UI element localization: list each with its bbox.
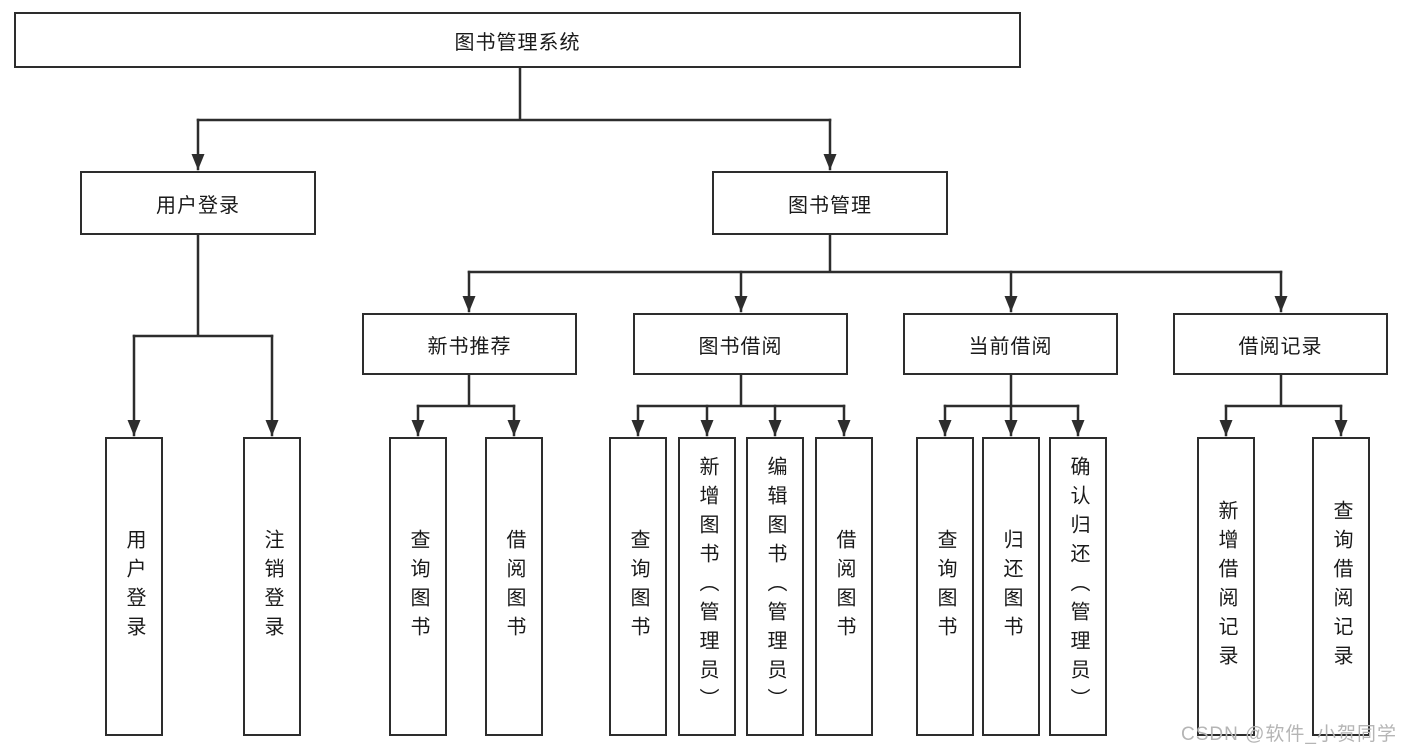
node-label: 用户登录 (123, 528, 145, 645)
node-label: 借阅图书 (503, 528, 525, 645)
node-label: 用户登录 (156, 194, 240, 217)
node-confirm-return-admin: 确认归还（管理员） (1049, 437, 1107, 736)
node-label: 注销登录 (261, 528, 283, 645)
node-label: 确认归还（管理员） (1067, 456, 1089, 717)
node-label: 图书管理系统 (454, 31, 581, 54)
node-label: 查询图书 (627, 528, 649, 645)
node-label: 归还图书 (1000, 528, 1022, 645)
node-query-books-recommend: 查询图书 (389, 437, 447, 736)
node-add-borrow-record: 新增借阅记录 (1197, 437, 1255, 736)
node-label: 借阅图书 (833, 528, 855, 645)
node-label: 图书借阅 (698, 335, 783, 358)
node-library-management-system: 图书管理系统 (14, 12, 1021, 68)
node-new-book-recommendation: 新书推荐 (362, 313, 577, 375)
watermark: CSDN @软件_小贺同学 (1181, 724, 1397, 745)
node-book-management: 图书管理 (712, 171, 948, 235)
node-logout-login: 注销登录 (243, 437, 301, 736)
node-label: 查询借阅记录 (1330, 499, 1352, 674)
node-label: 图书管理 (788, 194, 872, 217)
node-label: 借阅记录 (1238, 335, 1323, 358)
node-borrow-books-borrow: 借阅图书 (815, 437, 873, 736)
node-label: 编辑图书（管理员） (764, 456, 786, 717)
node-book-borrowing: 图书借阅 (633, 313, 848, 375)
node-return-books: 归还图书 (982, 437, 1040, 736)
node-label: 查询图书 (934, 528, 956, 645)
node-user-login: 用户登录 (80, 171, 316, 235)
node-borrow-books-recommend: 借阅图书 (485, 437, 543, 736)
node-label: 当前借阅 (968, 335, 1053, 358)
node-label: 新书推荐 (427, 335, 512, 358)
node-query-books-current: 查询图书 (916, 437, 974, 736)
node-query-books-borrow: 查询图书 (609, 437, 667, 736)
node-edit-books-admin: 编辑图书（管理员） (746, 437, 804, 736)
node-label: 查询图书 (407, 528, 429, 645)
node-label: 新增借阅记录 (1215, 499, 1237, 674)
node-add-books-admin: 新增图书（管理员） (678, 437, 736, 736)
node-current-borrowing: 当前借阅 (903, 313, 1118, 375)
node-label: 新增图书（管理员） (696, 456, 718, 717)
node-user-login-leaf: 用户登录 (105, 437, 163, 736)
node-borrowing-records: 借阅记录 (1173, 313, 1388, 375)
node-query-borrow-record: 查询借阅记录 (1312, 437, 1370, 736)
